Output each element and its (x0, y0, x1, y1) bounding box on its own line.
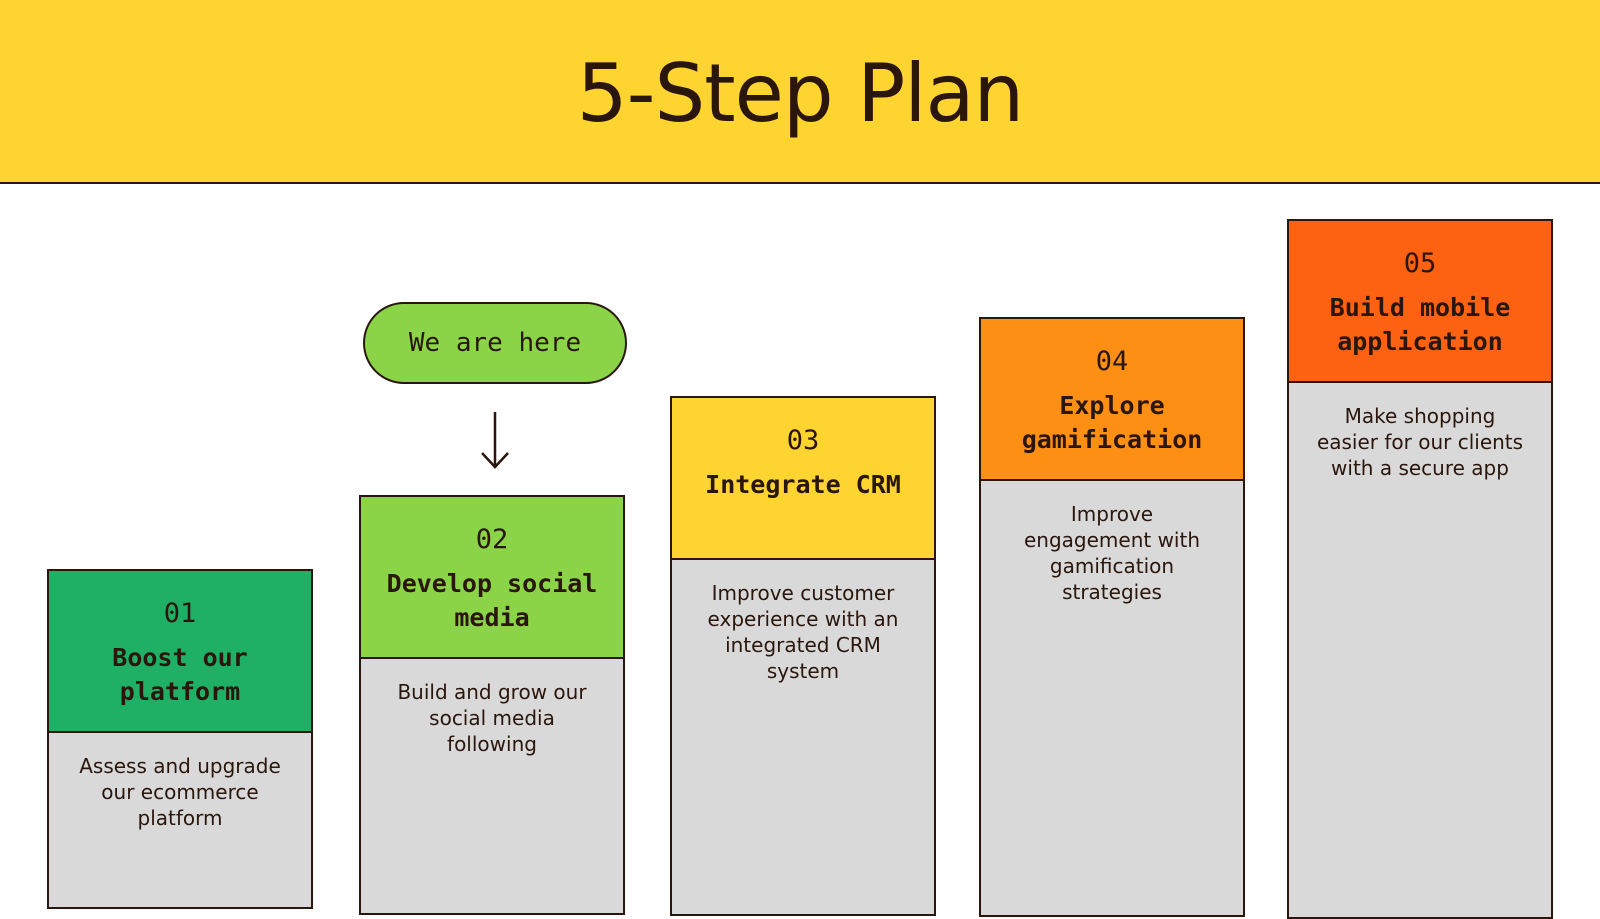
step-card-5: 05 Build mobile application Make shoppin… (1287, 219, 1553, 919)
step-card-4: 04 Explore gamification Improve engageme… (979, 317, 1245, 917)
step-5-header: 05 Build mobile application (1289, 221, 1551, 383)
step-1-description: Assess and upgrade our ecommerce platfor… (79, 754, 281, 830)
step-1-number: 01 (163, 598, 197, 629)
step-3-title: Integrate CRM (705, 470, 901, 499)
step-5-title: Build mobile application (1329, 293, 1511, 356)
we-are-here-marker: We are here (363, 302, 627, 384)
step-5-number: 05 (1403, 248, 1437, 279)
step-4-header: 04 Explore gamification (981, 319, 1243, 481)
step-4-number: 04 (1095, 346, 1129, 377)
page-title: 5-Step Plan (576, 47, 1025, 140)
step-card-2: 02 Develop social media Build and grow o… (359, 495, 625, 915)
step-card-3: 03 Integrate CRM Improve customer experi… (670, 396, 936, 916)
step-2-description: Build and grow our social media followin… (397, 680, 587, 756)
step-card-1: 01 Boost our platform Assess and upgrade… (47, 569, 313, 909)
step-2-number: 02 (475, 524, 509, 555)
step-1-header: 01 Boost our platform (49, 571, 311, 733)
step-2-title: Develop social media (386, 569, 598, 632)
step-3-header: 03 Integrate CRM (672, 398, 934, 560)
step-4-description: Improve engagement with gamification str… (1023, 502, 1201, 604)
marker-label: We are here (408, 328, 582, 358)
arrow-down-icon (481, 412, 509, 469)
step-3-number: 03 (786, 425, 820, 456)
step-4-title: Explore gamification (1021, 391, 1203, 454)
header-banner: 5-Step Plan (0, 0, 1600, 184)
step-3-description: Improve customer experience with an inte… (707, 581, 899, 683)
step-2-header: 02 Develop social media (361, 497, 623, 659)
step-1-title: Boost our platform (112, 643, 248, 706)
step-5-description: Make shopping easier for our clients wit… (1316, 404, 1524, 480)
